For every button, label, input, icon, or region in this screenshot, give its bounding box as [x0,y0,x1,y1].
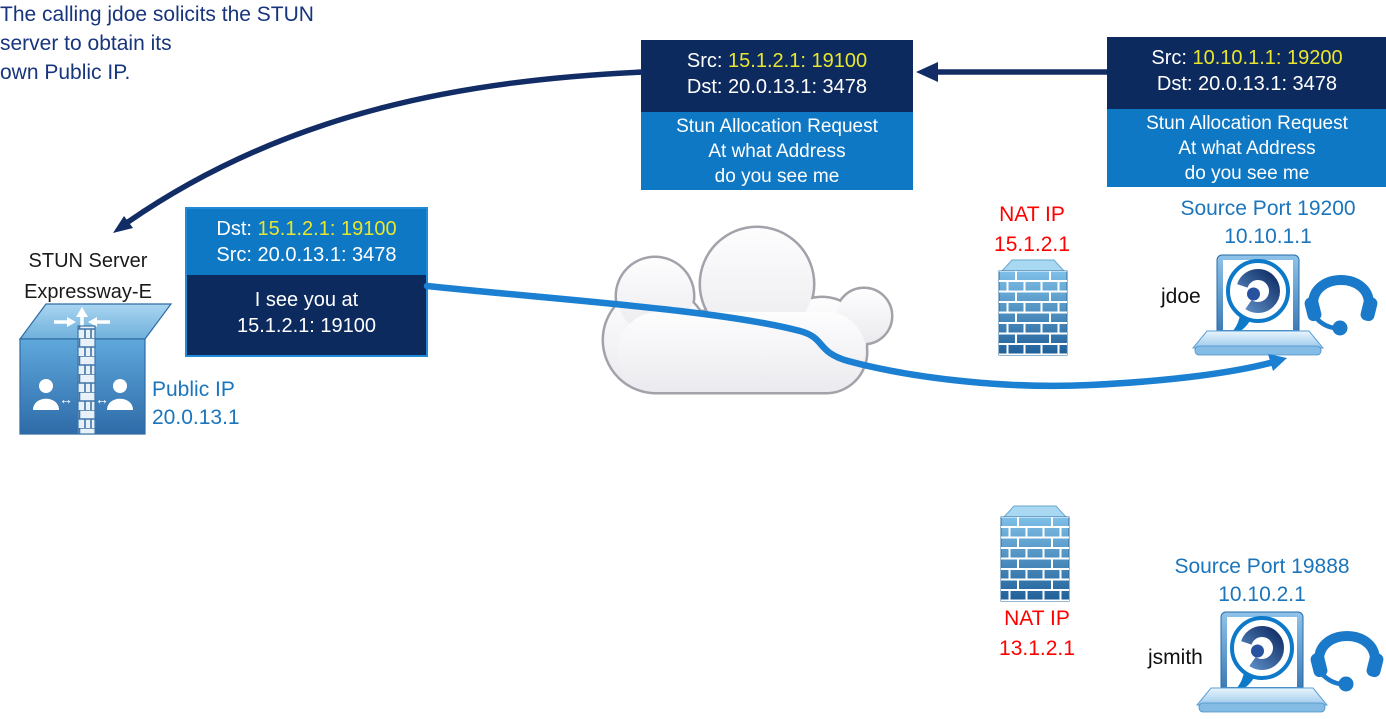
packet-body: Stun Allocation Request At what Address … [641,112,913,190]
client-ip-value: 10.10.2.1 [1218,583,1306,606]
packet-box-client-request: Src: 10.10.1.1: 19200 Dst: 20.0.13.1: 34… [1107,37,1386,187]
packet-src-line: Src: 15.1.2.1: 19100 [641,48,913,74]
nat-label: NAT IP [1004,607,1070,630]
traversal-arrows-icon [54,314,110,334]
packet-box-stun-reply: Dst: 15.1.2.1: 19100 Src: 20.0.13.1: 347… [185,207,428,357]
headset-icon-jsmith [1309,636,1384,692]
packet-header: Src: 10.10.1.1: 19200 Dst: 20.0.13.1: 34… [1107,37,1386,109]
packet-body: Stun Allocation Request At what Address … [1107,109,1386,187]
packet-dst-line: Dst: 20.0.13.1: 3478 [686,76,868,98]
nat-bottom-label: NAT IP 13.1.2.1 [975,604,1099,664]
packet-body-line: At what Address [1178,138,1316,159]
stun-server-name: STUN Server [28,250,148,272]
svg-text:↔: ↔ [59,391,73,407]
packet-src-line: Src: 10.10.1.1: 19200 [1107,45,1386,71]
packet-dst-line: Dst: 15.1.2.1: 19100 [187,216,426,242]
arrow-reply-to-jdoe [423,282,1287,390]
packet-body: I see you at 15.1.2.1: 19100 [187,275,426,355]
addr-label: Src: [686,50,729,72]
annotation-line: The calling jdoe solicits the STUN [0,3,314,26]
addr-value-highlight: 15.1.2.1: 19100 [728,50,868,72]
headset-icon-jdoe [1303,280,1378,336]
annotation-line: own Public IP. [0,61,131,84]
nat-ip-value: 13.1.2.1 [999,637,1075,660]
packet-header: Dst: 15.1.2.1: 19100 Src: 20.0.13.1: 347… [187,209,426,275]
packet-body-line: 15.1.2.1: 19100 [236,315,376,337]
stun-server-title: STUN Server Expressway-E [2,246,174,308]
packet-header: Src: 15.1.2.1: 19100 Dst: 20.0.13.1: 347… [641,40,913,112]
source-port-label: Source Port 19888 [1174,555,1350,578]
cloud-icon [601,225,894,395]
packet-body-line: Stun Allocation Request [676,116,878,137]
jdoe-username: jdoe [1161,285,1201,308]
jsmith-address-label: Source Port 19888 10.10.2.1 [1152,553,1372,609]
packet-body-line: I see you at [254,289,359,311]
packet-dst-line: Dst: 20.0.13.1: 3478 [1156,73,1338,95]
source-port-label: Source Port 19200 [1180,197,1356,220]
packet-body-line: do you see me [714,166,840,187]
jdoe-address-label: Source Port 19200 10.10.1.1 [1158,195,1378,251]
annotation-text: The calling jdoe solicits the STUN serve… [0,0,1386,87]
addr-value-highlight: 15.1.2.1: 19100 [257,218,397,240]
firewall-brick-icon-top [998,259,1068,356]
public-ip-value: 20.0.13.1 [152,406,240,429]
annotation-line: server to obtain its [0,32,172,55]
packet-body-line: At what Address [708,141,846,162]
firewall-brick-icon-bottom [1000,505,1070,602]
addr-label: Src: [1151,47,1193,69]
jsmith-username: jsmith [1148,646,1203,669]
nat-ip-value: 15.1.2.1 [994,233,1070,256]
nat-top-label: NAT IP 15.1.2.1 [970,200,1094,260]
svg-text:↔: ↔ [95,391,109,407]
public-ip-label: Public IP [152,378,235,401]
packet-box-nat-request: Src: 15.1.2.1: 19100 Dst: 20.0.13.1: 347… [641,40,913,190]
addr-label: Dst: [216,218,258,240]
jabber-laptop-icon-jsmith [1197,612,1327,712]
nat-label: NAT IP [999,203,1065,226]
stun-public-ip-label: Public IP 20.0.13.1 [152,376,240,432]
jabber-laptop-icon-jdoe [1193,255,1323,355]
stun-server-product: Expressway-E [24,281,152,303]
packet-src-line: Src: 20.0.13.1: 3478 [216,244,397,266]
expressway-cube-icon: ↔↔ [18,303,173,435]
client-ip-value: 10.10.1.1 [1224,225,1312,248]
bidirectional-arrow-icon: ↔↔ [59,391,109,407]
firewall-column-icon [77,325,96,435]
user-silhouette-icon [33,379,133,410]
addr-value-highlight: 10.10.1.1: 19200 [1192,47,1343,69]
packet-body-line: Stun Allocation Request [1146,113,1348,134]
packet-body-line: do you see me [1184,163,1310,184]
